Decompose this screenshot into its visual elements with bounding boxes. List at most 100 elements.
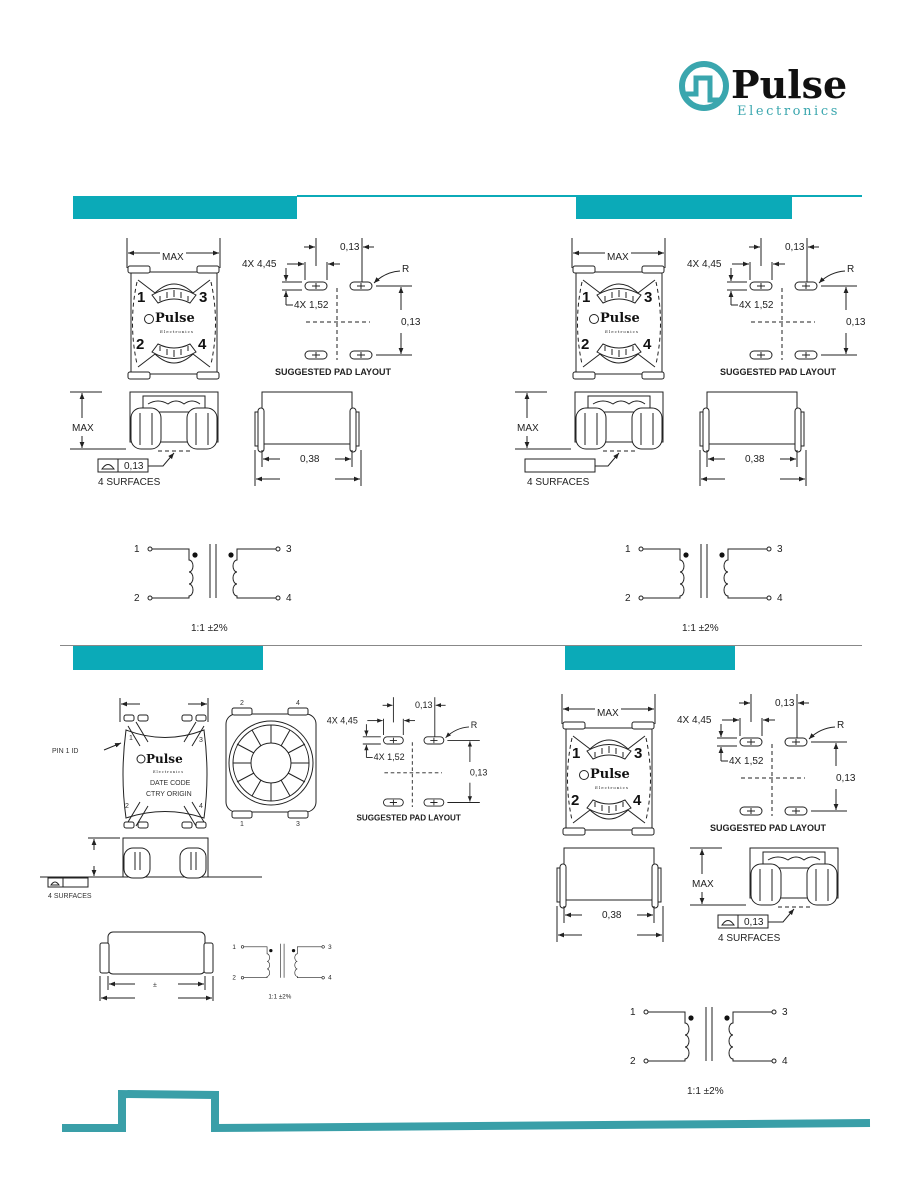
pad-width-dim: 4X 1,52 [374, 752, 405, 762]
turns-ratio: 1:1 ±2% [682, 623, 719, 634]
pad-layout-drawing: 0,13 4X 4,45 R 4X 1,52 0,13 SUGGESTED PA… [327, 697, 487, 823]
pad-radius-label: R [847, 264, 854, 275]
front-view-drawing: ± [99, 931, 214, 1001]
pin-label: 2 [571, 792, 579, 809]
schematic-pin: 2 [625, 593, 631, 604]
schematic: 1 2 3 4 1:1 ±2% [630, 1006, 788, 1097]
schematic-pin: 1 [630, 1007, 636, 1018]
pin1-id-label: PIN 1 ID [52, 748, 78, 755]
logo-subtitle: Electronics [737, 104, 840, 119]
pad-width-dim: 4X 1,52 [729, 756, 764, 767]
pin-label: 3 [199, 289, 207, 306]
schematic-pin: 4 [777, 593, 783, 604]
schematic-pin: 1 [134, 544, 140, 555]
side-view-drawing: 4 SURFACES [40, 837, 262, 900]
schematic-pin: 3 [782, 1007, 788, 1018]
footer-pulse-line [62, 1089, 871, 1133]
schematic-pin: 1 [625, 544, 631, 555]
top-view-drawing: MAX 1 3 2 4 Pulse Electronics [572, 238, 665, 379]
component-logo-sub: Electronics [595, 785, 629, 790]
schematic: 1 2 3 4 1:1 ±2% [232, 943, 332, 1001]
side-view-drawing: MAX 4 SURFACES [515, 392, 663, 488]
surfaces-label: 4 SURFACES [48, 893, 92, 900]
pin-label: 2 [136, 336, 144, 353]
pad-layout-drawing: 0,13 4X 4,45 R 4X 1,52 0,13 SUGGESTED PA… [677, 694, 856, 833]
pin-label: 2 [581, 336, 589, 353]
logo-icon [679, 61, 729, 111]
pad-pitch-dim: 0,13 [846, 317, 866, 328]
schematic-pin: 1 [232, 944, 236, 951]
pin-label: 2 [125, 803, 129, 810]
pad-width-dim: 4X 1,52 [294, 300, 329, 311]
component-logo: Pulse [146, 752, 183, 766]
toroid-view-drawing: 2 4 1 3 [225, 700, 317, 828]
max-height-label: MAX [517, 423, 539, 434]
pulse-wave-icon [686, 75, 720, 103]
pad-radius-label: R [471, 720, 478, 730]
top-view-drawing: PIN 1 ID 1 3 2 4 Pulse Electronics DATE … [52, 698, 209, 829]
pad-pitch-dim: 0,13 [836, 773, 856, 784]
length-dim: 0,38 [300, 454, 320, 465]
schematic-pin: 2 [232, 975, 236, 982]
schematic-pin: 2 [134, 593, 140, 604]
pin-label: 3 [199, 737, 203, 744]
pad-length-dim: 4X 4,45 [677, 715, 712, 726]
pin-label: 1 [129, 735, 133, 742]
component-logo-sub: Electronics [153, 770, 184, 774]
pad-radius-label: R [402, 264, 409, 275]
pad-pitch-dim: 0,13 [401, 317, 421, 328]
front-view-drawing: 0,38 [557, 848, 663, 942]
pulse-logo: Pulse Electronics [679, 61, 847, 119]
top-view-drawing: MAX 1 3 2 4 Pulse Electronics [562, 694, 655, 835]
length-dim: ± [153, 982, 157, 989]
panel-4: MAX 1 3 2 4 Pulse Electronics 0,13 4X 4,… [557, 694, 856, 1097]
schematic-pin: 4 [782, 1056, 788, 1067]
section-header-bar-2 [576, 197, 792, 219]
pad-gap-dim: 0,13 [340, 242, 360, 253]
pad-gap-dim: 0,13 [785, 242, 805, 253]
pad-length-dim: 4X 4,45 [242, 259, 277, 270]
country-origin-label: CTRY ORIGIN [146, 791, 192, 798]
section-header-bar-3 [73, 646, 263, 670]
max-height-label: MAX [72, 423, 94, 434]
max-width-label: MAX [597, 708, 619, 719]
schematic-pin: 3 [328, 944, 332, 951]
max-width-label: MAX [162, 252, 184, 263]
panel-1: MAX 1 3 2 4 Pulse Electronics 0,13 4X 4,… [70, 238, 421, 634]
max-width-label: MAX [607, 252, 629, 263]
max-height-label: MAX [692, 879, 714, 890]
pad-layout-drawing: 0,13 4X 4,45 R 4X 1,52 0,13 SUGGESTED PA… [687, 238, 866, 377]
schematic-pin: 3 [777, 544, 783, 555]
pad-length-dim: 4X 4,45 [327, 715, 358, 725]
pad-layout-drawing: 0,13 4X 4,45 R 4X 1,52 0,13 SUGGESTED PA… [242, 238, 421, 377]
pin-label: 4 [198, 336, 207, 353]
turns-ratio: 1:1 ±2% [191, 623, 228, 634]
pin-label: 4 [199, 803, 203, 810]
length-dim: 0,38 [602, 910, 622, 921]
pad-layout-caption: SUGGESTED PAD LAYOUT [275, 367, 392, 377]
component-logo-sub: Electronics [160, 329, 194, 334]
pad-width-dim: 4X 1,52 [739, 300, 774, 311]
top-view-drawing: MAX 1 3 2 4 Pulse Electronics [127, 238, 220, 379]
flatness-value: 0,13 [744, 917, 764, 928]
component-logo: Pulse [155, 311, 195, 326]
pin-label: 1 [582, 289, 590, 306]
pin-label: 4 [633, 792, 642, 809]
pad-layout-caption: SUGGESTED PAD LAYOUT [710, 823, 827, 833]
pad-radius-label: R [837, 720, 844, 731]
schematic-pin: 4 [328, 975, 332, 982]
panel-3: PIN 1 ID 1 3 2 4 Pulse Electronics DATE … [40, 697, 487, 1001]
pin-label: 3 [634, 745, 642, 762]
schematic: 1 2 3 4 1:1 ±2% [625, 543, 783, 634]
component-logo: Pulse [590, 767, 630, 782]
pin-label: 4 [296, 700, 300, 707]
pad-layout-caption: SUGGESTED PAD LAYOUT [357, 814, 461, 823]
component-logo-sub: Electronics [605, 329, 639, 334]
schematic: 1 2 3 4 1:1 ±2% [134, 543, 292, 634]
component-logo: Pulse [600, 311, 640, 326]
surfaces-label: 4 SURFACES [527, 477, 590, 488]
pin-label: 4 [643, 336, 652, 353]
turns-ratio: 1:1 ±2% [687, 1086, 724, 1097]
pin-label: 1 [240, 821, 244, 828]
